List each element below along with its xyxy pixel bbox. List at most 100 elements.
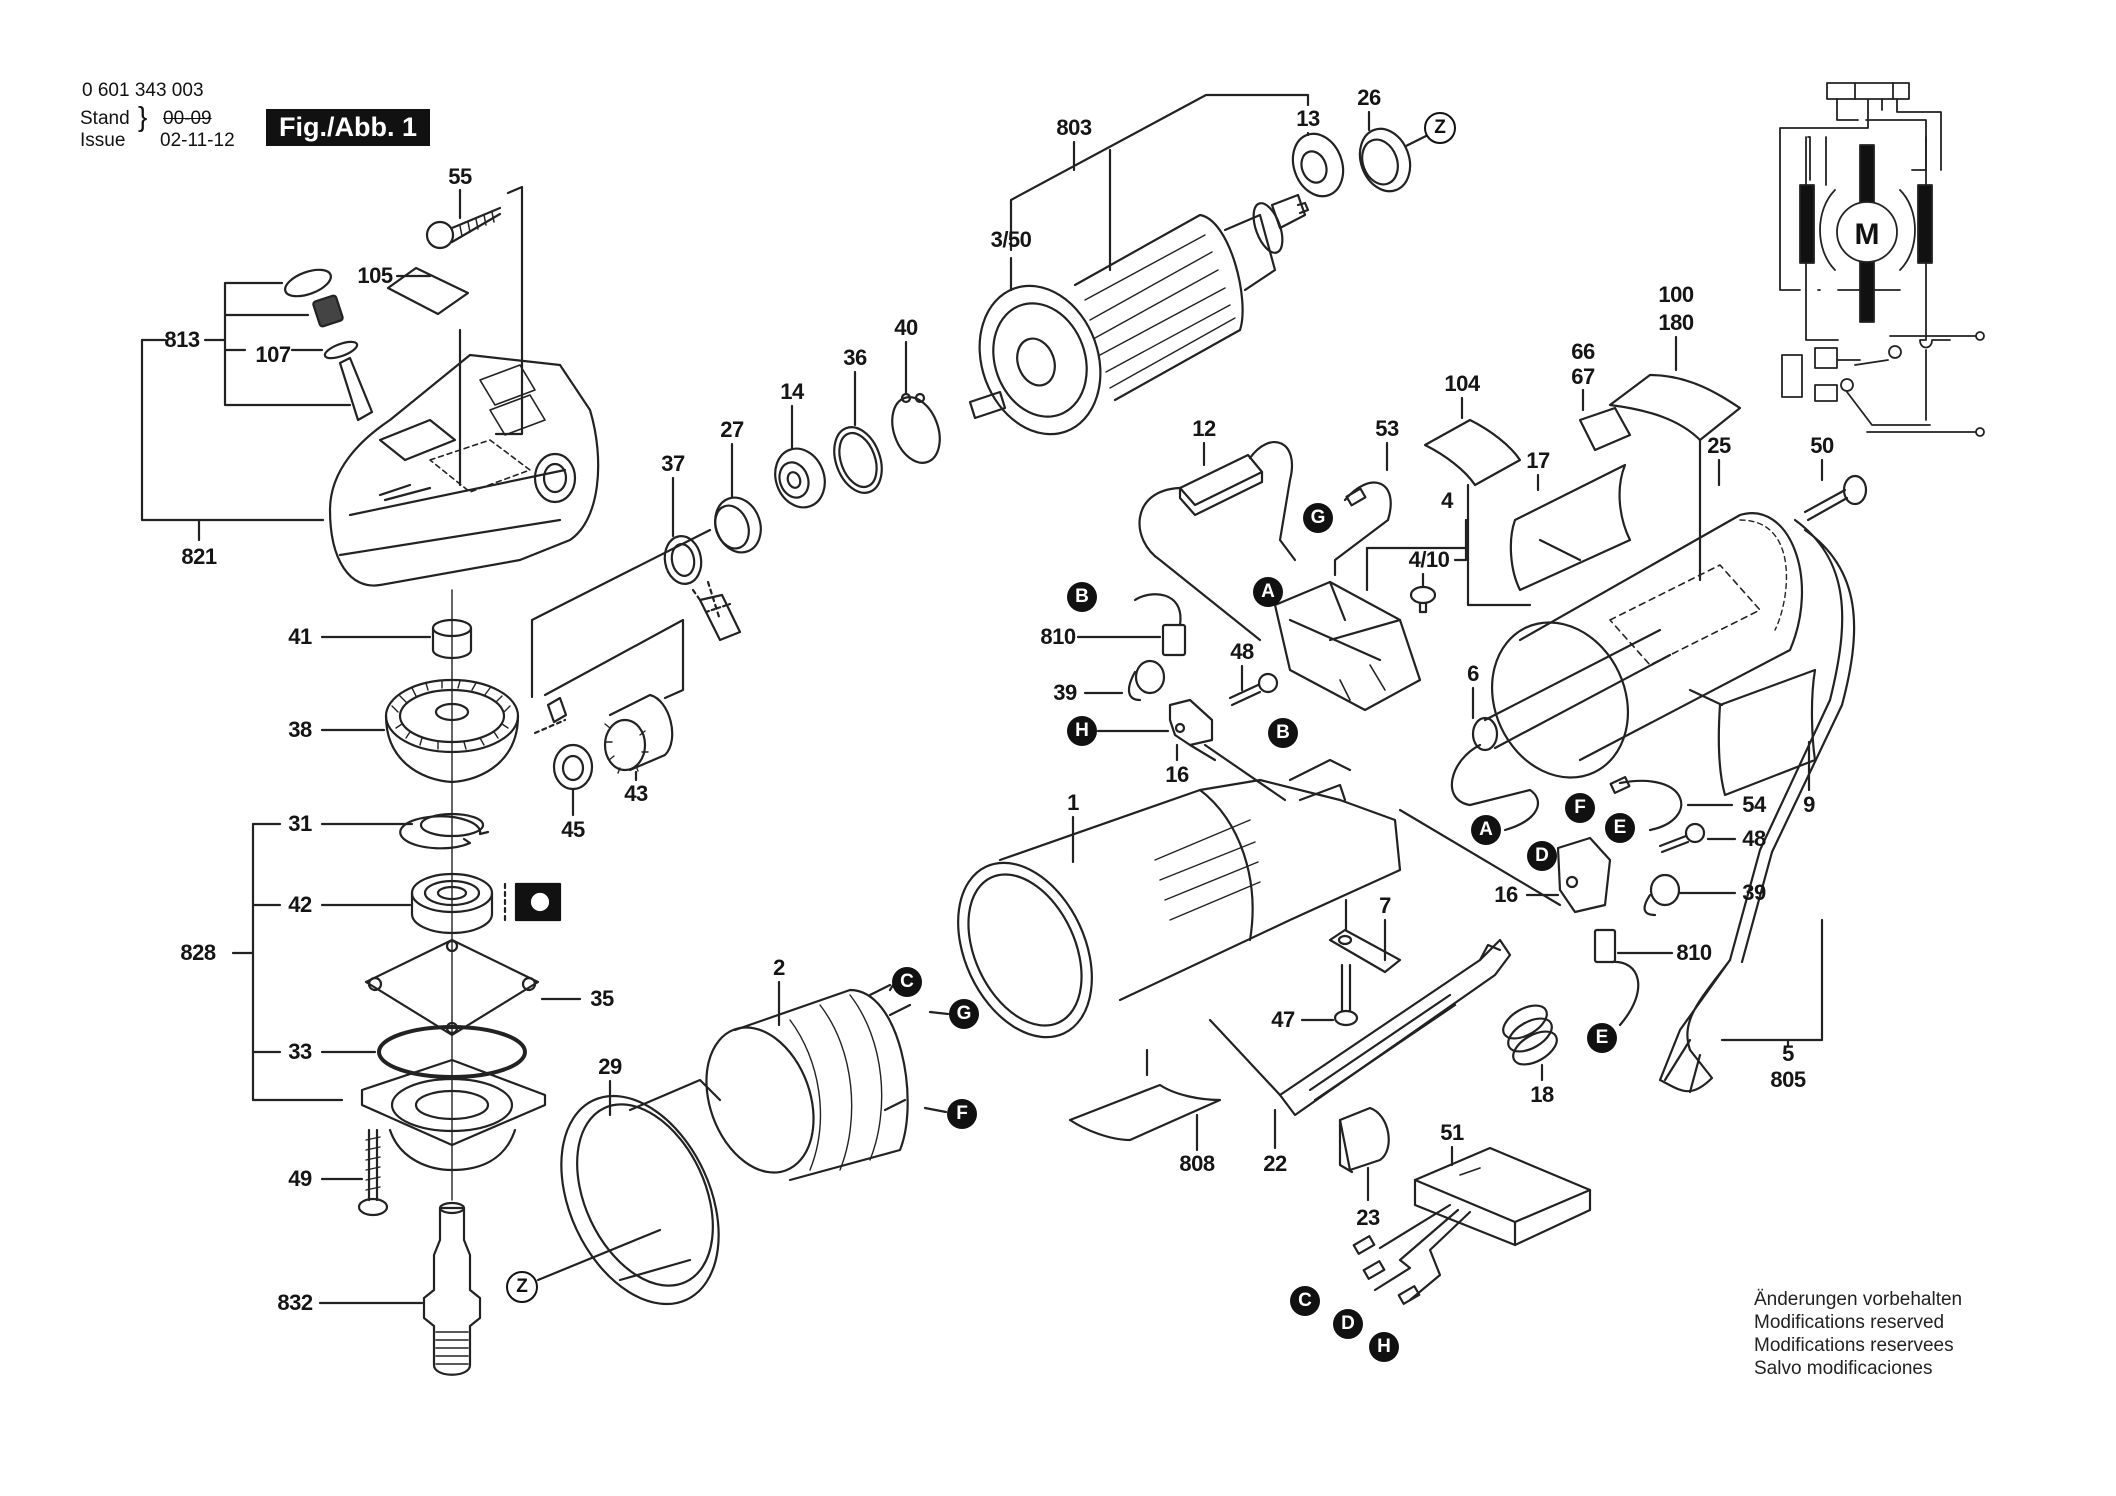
part-label-49: 49 (288, 1166, 312, 1191)
modifications-notice: Änderungen vorbehalten Modifications res… (1754, 1288, 1962, 1380)
bracket-828 (231, 822, 344, 1102)
screw-50 (1803, 474, 1868, 522)
screw-49 (357, 1128, 389, 1217)
part-label-25: 25 (1707, 433, 1731, 458)
connector-badge-h: H (1369, 1332, 1399, 1362)
leader-104 (1460, 396, 1532, 607)
part-label-22: 22 (1263, 1151, 1287, 1176)
figure-label: Fig./Abb. 1 (266, 109, 430, 146)
bearing-13 (1291, 132, 1345, 198)
electronics-module-51 (1352, 1146, 1592, 1305)
old-date-struck: 00-09 (163, 108, 212, 129)
connector-badge-a: A (1471, 815, 1501, 845)
carbon-brush-810-right (1593, 928, 1640, 1027)
part-label-35: 35 (590, 986, 614, 1011)
part-label-66: 66 (1571, 339, 1595, 364)
part-label-810-left: 810 (1040, 624, 1076, 649)
part-label-805: 805 (1770, 1067, 1806, 1092)
part-label-39-right: 39 (1742, 880, 1766, 905)
label-17 (1509, 463, 1632, 592)
part-label-41: 41 (288, 624, 312, 649)
leader-16-left (1096, 729, 1287, 802)
part-label-33: 33 (288, 1039, 312, 1064)
screw-55 (425, 206, 502, 250)
spring-39-left (1127, 659, 1166, 702)
leader-stator-badges (888, 983, 950, 1114)
stator-2 (705, 983, 912, 1182)
connector-badge-h: H (1067, 716, 1097, 746)
gear-housing (328, 353, 600, 587)
pinion-43 (603, 693, 674, 774)
part-label-16-right: 16 (1494, 882, 1518, 907)
part-label-42: 42 (288, 892, 312, 917)
part-label-107: 107 (255, 342, 291, 367)
leader-17 (1536, 473, 1582, 562)
issue-date: 02-11-12 (160, 130, 235, 151)
leader-47 (1300, 898, 1348, 1022)
bracket-813 (223, 281, 352, 407)
part-label-13: 13 (1296, 106, 1320, 131)
part-label-38: 38 (288, 717, 312, 742)
screw-48-right (1658, 822, 1706, 854)
bracket-5-805 (1720, 918, 1824, 1047)
connector-badge-b: B (1067, 582, 1097, 612)
note-de: Änderungen vorbehalten (1754, 1289, 1963, 1310)
connector-badge-z: Z (506, 1271, 538, 1303)
part-label-9: 9 (1803, 792, 1815, 817)
leader-16-right (1398, 808, 1562, 907)
part-label-48-left: 48 (1230, 639, 1254, 664)
brace: } (138, 101, 148, 132)
o-ring-33 (377, 1025, 527, 1079)
part-number: 0 601 343 003 (82, 80, 204, 101)
part-label-53: 53 (1375, 416, 1399, 441)
bushing-41 (431, 618, 473, 660)
part-label-6: 6 (1467, 661, 1479, 686)
part-label-808: 808 (1179, 1151, 1215, 1176)
part-label-7: 7 (1379, 893, 1391, 918)
bracket-803 (1009, 93, 1310, 272)
part-label-14: 14 (780, 379, 804, 404)
label-104 (1423, 418, 1522, 487)
part-label-813: 813 (164, 327, 200, 352)
connector-badge-b: B (1268, 718, 1298, 748)
circlip-40 (891, 392, 941, 464)
part-label-36: 36 (843, 345, 867, 370)
switch-rod-22 (1278, 938, 1512, 1117)
issue-label: Issue (80, 130, 126, 151)
connector-badge-a: A (1253, 577, 1283, 607)
motor-symbol: M (1854, 218, 1880, 251)
part-label-39-left: 39 (1053, 680, 1077, 705)
part-label-27: 27 (720, 417, 744, 442)
part-label-12: 12 (1192, 416, 1216, 441)
wire-54 (1609, 775, 1683, 832)
damper-26 (1358, 127, 1412, 193)
power-cord (1658, 518, 1856, 1094)
connector-badge-d: D (1333, 1309, 1363, 1339)
seal-37 (663, 535, 703, 585)
connector-badge-c: C (892, 967, 922, 997)
part-label-810-right: 810 (1676, 940, 1712, 965)
note-es: Salvo modificaciones (1754, 1358, 1933, 1379)
part-label-31: 31 (288, 811, 312, 836)
label-66-67 (1578, 406, 1632, 452)
part-label-47: 47 (1271, 1007, 1295, 1032)
leader-29 (536, 1079, 662, 1282)
part-label-40: 40 (894, 315, 918, 340)
connector-badge-z: Z (1424, 112, 1456, 144)
stand-label: Stand (80, 108, 130, 129)
field-coil-6 (1450, 628, 1672, 832)
fan-baffle-29 (560, 1078, 722, 1306)
armature (968, 193, 1310, 436)
nut-45 (552, 743, 594, 791)
part-label-18: 18 (1530, 1082, 1554, 1107)
part-label-23: 23 (1356, 1205, 1380, 1230)
leader-26 (1367, 110, 1428, 148)
connector-badge-c: C (1290, 1286, 1320, 1316)
spindle-832 (422, 1201, 482, 1376)
part-label-45: 45 (561, 817, 585, 842)
motor-housing-1 (957, 758, 1402, 1039)
part-label-1: 1 (1067, 790, 1079, 815)
small-bearing-cage (691, 580, 742, 642)
brush-bracket-16-right (1556, 836, 1612, 914)
leader-22 (1208, 1018, 1282, 1150)
